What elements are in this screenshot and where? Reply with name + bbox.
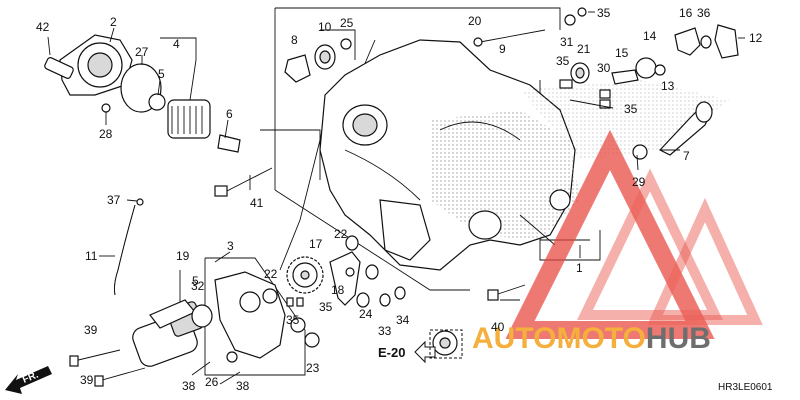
callout-41: 41: [250, 196, 264, 210]
upper-small-parts: [284, 7, 739, 356]
callout-22b: 22: [264, 267, 278, 281]
callout-35b: 35: [556, 54, 570, 68]
bolts-and-tube: [113, 167, 273, 296]
e20-reference: E-20: [378, 329, 463, 364]
callout-18: 18: [331, 283, 345, 297]
watermark-brand-part1: AUTOMOTO: [472, 322, 646, 355]
callout-numbers: 1 2 3 4 5 5 6 7 8 9 10 11 12 13 14 15 16…: [36, 6, 763, 393]
callout-11: 11: [85, 249, 98, 263]
callout-38b: 38: [236, 379, 250, 393]
gear-assembly: [286, 235, 406, 308]
callout-2: 2: [110, 15, 117, 29]
callout-19: 19: [176, 249, 190, 263]
callout-42: 42: [36, 20, 50, 34]
front-direction-arrow: FR.: [5, 366, 52, 394]
callout-29: 29: [632, 175, 646, 189]
callout-13: 13: [661, 79, 675, 93]
callout-9: 9: [499, 42, 506, 56]
reduction-cover: [191, 271, 320, 385]
e20-label: E-20: [378, 345, 405, 360]
callout-5b: 5: [192, 274, 199, 288]
callout-6: 6: [226, 107, 233, 121]
drawing-code: HR3LE0601: [718, 382, 773, 393]
callout-10: 10: [318, 20, 332, 34]
callout-36: 36: [697, 6, 711, 20]
callout-30: 30: [597, 61, 611, 75]
callout-28: 28: [99, 127, 113, 141]
watermark: AUTOMOTOHUB: [472, 129, 763, 355]
callout-33: 33: [378, 324, 392, 338]
watermark-brand: AUTOMOTOHUB: [472, 322, 711, 355]
callout-35c: 35: [624, 102, 638, 116]
callout-20: 20: [468, 14, 482, 28]
callout-12: 12: [749, 31, 763, 45]
callout-37: 37: [107, 193, 121, 207]
watermark-brand-part2: HUB: [646, 322, 711, 355]
callout-24: 24: [359, 307, 373, 321]
callout-7: 7: [683, 149, 690, 163]
callout-23: 23: [306, 361, 320, 375]
callout-14: 14: [643, 29, 657, 43]
callout-26: 26: [205, 375, 219, 389]
callout-5a: 5: [158, 67, 165, 81]
callout-35d: 35: [319, 300, 333, 314]
callout-32: 32: [191, 279, 205, 293]
callout-39a: 39: [84, 323, 98, 337]
callout-3: 3: [227, 239, 234, 253]
callout-8: 8: [291, 33, 298, 47]
callout-25: 25: [340, 16, 354, 30]
callout-17: 17: [309, 237, 323, 251]
callout-27: 27: [135, 45, 149, 59]
callout-1: 1: [576, 261, 583, 275]
oil-filter-assembly: [44, 34, 241, 153]
callout-35a: 35: [597, 6, 611, 20]
callout-15: 15: [615, 46, 629, 60]
callout-38a: 38: [182, 379, 196, 393]
callout-39b: 39: [80, 373, 94, 387]
callout-21: 21: [577, 42, 591, 56]
callout-4: 4: [173, 37, 180, 51]
callout-34: 34: [396, 313, 410, 327]
crankcase-cover: [319, 39, 730, 271]
callout-31: 31: [560, 35, 574, 49]
callout-40: 40: [491, 320, 505, 334]
leader-lines: [47, 11, 745, 301]
callout-35e: 35: [286, 313, 300, 327]
callout-22a: 22: [334, 227, 348, 241]
callout-16: 16: [679, 6, 693, 20]
